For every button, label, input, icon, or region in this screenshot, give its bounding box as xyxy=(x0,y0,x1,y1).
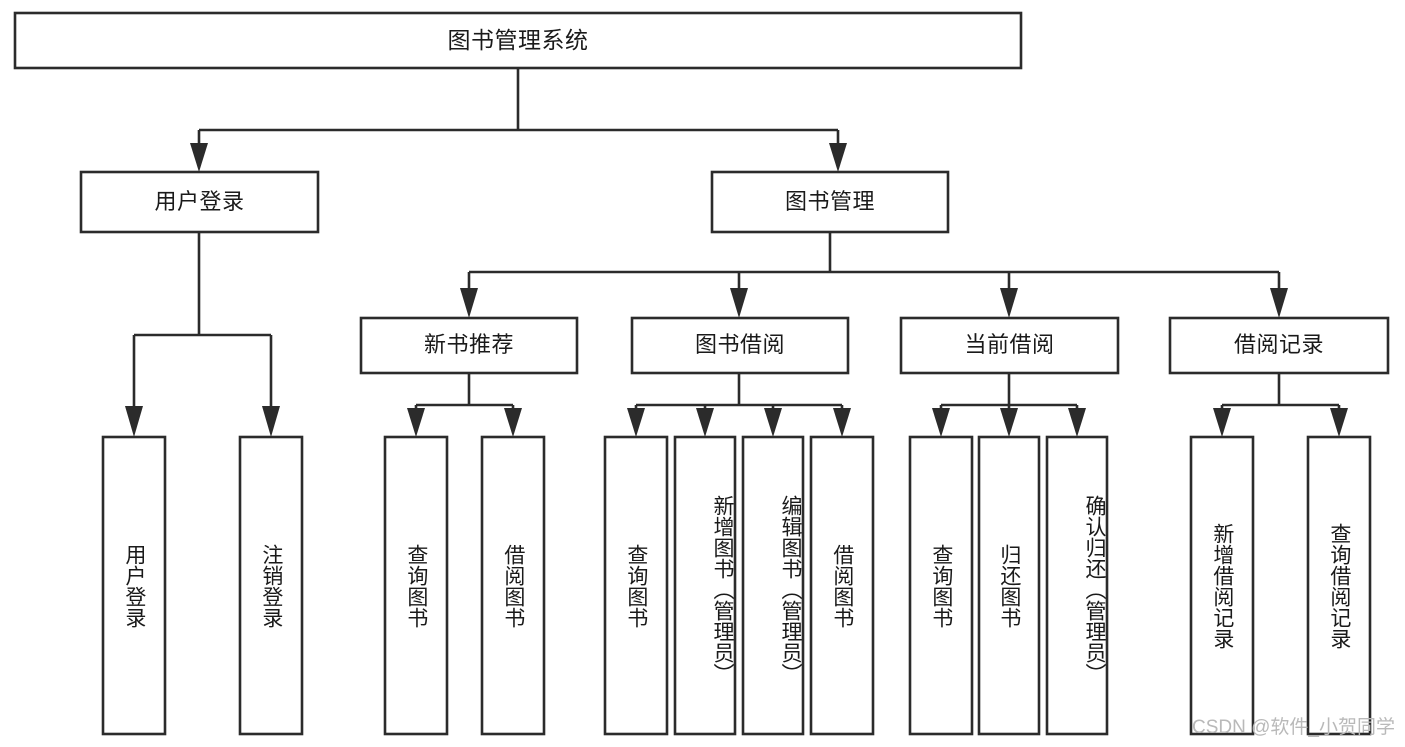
node-box-leaf-return-book[interactable] xyxy=(977,435,1041,736)
node-box-leaf-user-login[interactable] xyxy=(101,435,167,736)
connector-group-user-login xyxy=(125,232,280,437)
arrow-head-leaf-edit-book xyxy=(764,408,782,437)
connector-group-borrow-record xyxy=(1213,373,1348,437)
arrow-head-book-manage xyxy=(829,143,847,172)
connector-group-current-borrow xyxy=(932,373,1086,437)
csdn-watermark: CSDN @软件_小贺同学 xyxy=(1192,717,1395,738)
node-box-leaf-add-book[interactable] xyxy=(673,435,737,736)
node-box-leaf-query-book-3[interactable] xyxy=(908,435,974,736)
connector-group-book-borrow xyxy=(627,373,851,437)
arrow-head-leaf-borrow-book-2 xyxy=(833,408,851,437)
node-box-leaf-query-book-1[interactable] xyxy=(383,435,449,736)
node-box-root[interactable] xyxy=(13,11,1023,70)
node-box-book-manage[interactable] xyxy=(710,170,950,234)
arrow-head-leaf-add-book xyxy=(696,408,714,437)
arrow-head-leaf-confirm-return xyxy=(1068,408,1086,437)
node-box-user-login[interactable] xyxy=(79,170,320,234)
arrow-head-leaf-query-book-2 xyxy=(627,408,645,437)
node-box-current-borrow[interactable] xyxy=(899,316,1120,375)
node-box-new-book-recommend[interactable] xyxy=(359,316,579,375)
node-box-leaf-edit-book[interactable] xyxy=(741,435,805,736)
node-box-leaf-borrow-book-2[interactable] xyxy=(809,435,875,736)
arrow-head-leaf-query-book-1 xyxy=(407,408,425,437)
node-box-leaf-borrow-book-1[interactable] xyxy=(480,435,546,736)
node-box-leaf-confirm-return[interactable] xyxy=(1045,435,1109,736)
connector-group-root xyxy=(190,68,847,172)
arrow-head-current-borrow xyxy=(1000,288,1018,318)
arrow-head-leaf-query-record xyxy=(1330,408,1348,437)
node-box-leaf-query-book-2[interactable] xyxy=(603,435,669,736)
arrow-head-borrow-record xyxy=(1270,288,1288,318)
arrow-head-leaf-add-record xyxy=(1213,408,1231,437)
arrow-head-user-login xyxy=(190,143,208,172)
arrow-head-leaf-user-login xyxy=(125,406,143,437)
arrow-head-new-book-recommend xyxy=(460,288,478,318)
arrow-head-leaf-borrow-book-1 xyxy=(504,408,522,437)
node-box-leaf-logout-login[interactable] xyxy=(238,435,304,736)
arrow-head-leaf-return-book xyxy=(1000,408,1018,437)
connector-group-new-book-recommend xyxy=(407,373,522,437)
node-box-leaf-add-record[interactable] xyxy=(1189,435,1255,736)
node-box-book-borrow[interactable] xyxy=(630,316,850,375)
connector-group-book-manage xyxy=(460,232,1288,318)
arrow-head-leaf-logout-login xyxy=(262,406,280,437)
node-box-leaf-query-record[interactable] xyxy=(1306,435,1372,736)
arrow-head-leaf-query-book-3 xyxy=(932,408,950,437)
node-box-borrow-record[interactable] xyxy=(1168,316,1390,375)
arrow-head-book-borrow xyxy=(730,288,748,318)
